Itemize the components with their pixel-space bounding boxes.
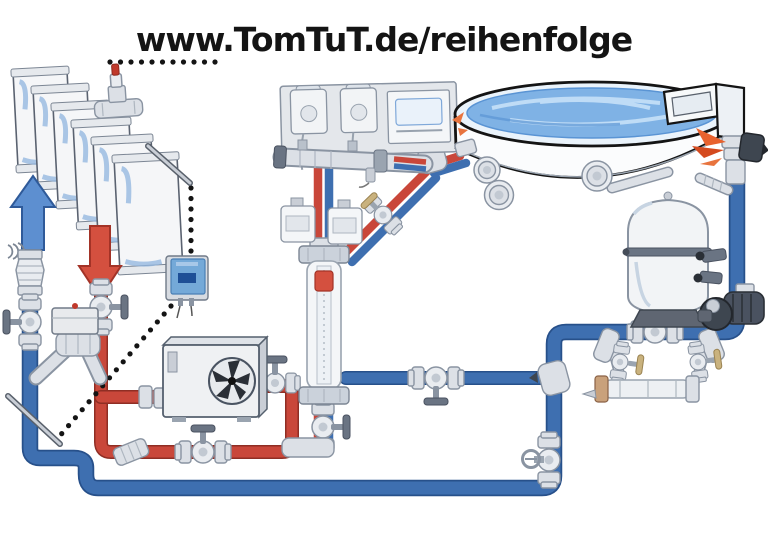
solar-controller [165,255,209,319]
ball-valve-uv-left [608,340,645,384]
dosing-pump-2 [339,83,378,134]
hot-return-down-arrow [77,225,123,300]
return-jets [452,112,674,211]
gate-valve-main-drop [521,431,561,489]
controller-signal-lines [55,59,227,441]
circulation-pump [697,283,765,331]
sand-filter [622,191,727,328]
uv-bypass-cell [581,375,700,403]
solar-air-vent-valve [93,63,144,119]
ball-valve-middle-line [407,366,465,406]
dosing-pump-1 [289,84,328,135]
pool-drain-valve [738,132,768,163]
dosing-controller [386,89,452,145]
main-blue-line [23,171,744,495]
dosing-manifold [272,139,434,188]
jet-splash [452,112,468,136]
bottom-temperature-sensor [5,393,63,447]
heat-pump [161,335,269,422]
three-way-motor-valve [28,303,108,386]
skimmer [662,82,768,196]
page-title: www.TomTuT.de/reihenfolge [135,20,633,59]
chemical-canister-1 [280,197,316,243]
check-valve-solar-feed [15,249,45,296]
chemical-canister-2 [327,199,363,245]
solar-temperature-sensor [145,143,193,186]
ball-valve-red-bottom [174,424,232,464]
dosing-station [279,81,459,170]
ball-valve-solar-blue [2,293,42,351]
check-valve-red-run [112,438,150,466]
flow-meter [298,237,350,405]
skimmer-splash [692,128,726,166]
